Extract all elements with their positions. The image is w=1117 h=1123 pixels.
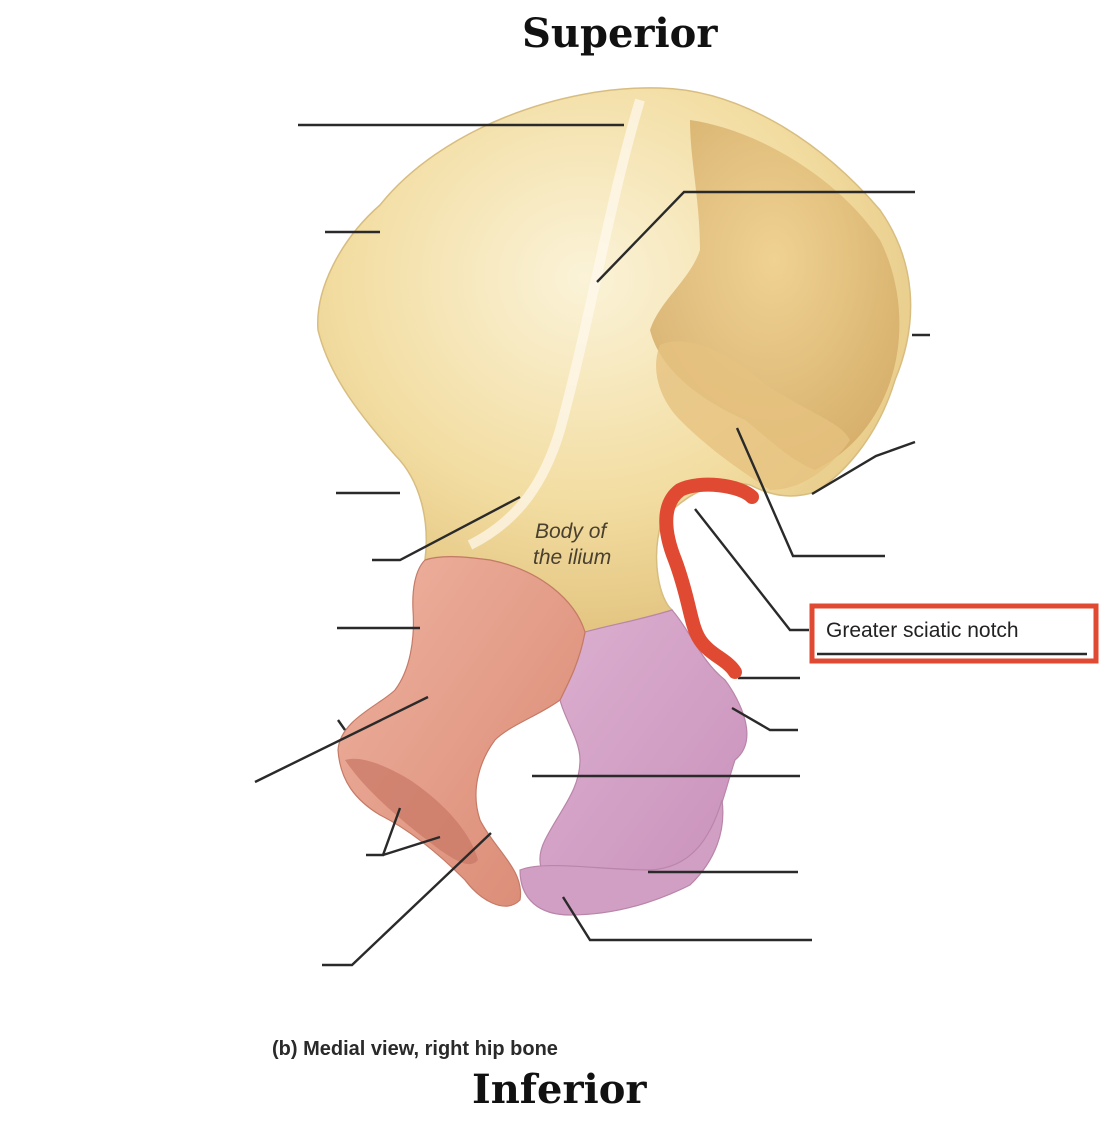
greater-sciatic-notch-box xyxy=(809,603,1099,664)
iliac-fossa-ridge xyxy=(467,98,645,550)
body-of-ilium-label-line1: Body of xyxy=(535,520,607,543)
auricular-inner xyxy=(656,341,850,490)
pubis-region xyxy=(337,556,586,907)
greater-sciatic-notch-highlight xyxy=(659,477,759,679)
superior-orientation-label: Superior xyxy=(522,10,718,57)
inferior-orientation-label: Inferior xyxy=(472,1066,647,1113)
leader-lines xyxy=(254,123,930,967)
body-of-ilium-label-line2: the ilium xyxy=(533,546,612,569)
figure-caption: (b) Medial view, right hip bone xyxy=(272,1038,558,1060)
obturator-foramen xyxy=(484,730,572,860)
greater-sciatic-notch-label: Greater sciatic notch xyxy=(826,619,1019,642)
ischial-ramus xyxy=(519,799,724,916)
pubic-symphysis-surface xyxy=(345,758,478,865)
